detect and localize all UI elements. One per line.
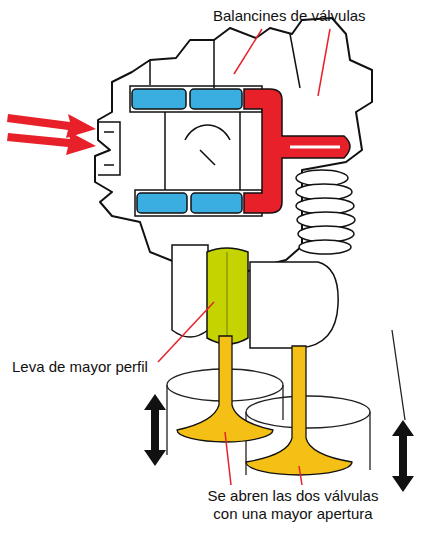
spring-coil	[299, 240, 351, 254]
part-label: Leva de mayor perfil	[12, 358, 148, 376]
piston-upper	[132, 89, 186, 109]
double-arrow	[392, 420, 414, 492]
leader-line	[225, 432, 231, 485]
part-label: Balancines de válvulas	[213, 7, 366, 25]
double-arrow	[144, 394, 166, 466]
leader-line	[158, 302, 214, 362]
high-cam	[207, 248, 248, 344]
rocker-body	[95, 18, 372, 272]
bore-wall	[167, 330, 405, 475]
bore-ring	[246, 396, 370, 428]
piston-bore	[130, 86, 262, 216]
piston-upper	[190, 89, 242, 109]
blue-pistons	[132, 89, 242, 213]
valve	[246, 346, 352, 475]
piston-lower	[137, 193, 187, 213]
piston-lower	[191, 193, 242, 213]
intake-arrows	[7, 114, 96, 155]
leader-line	[234, 29, 262, 74]
cam-lobe	[172, 245, 208, 337]
red-arrow	[7, 131, 96, 155]
caption-label: Se abren las dos válvulas con una mayor …	[200, 487, 386, 523]
spring	[296, 170, 355, 254]
leader-line	[318, 29, 330, 96]
motion-arrows	[144, 394, 414, 492]
cam-lobe	[250, 262, 338, 348]
leader-line	[299, 466, 302, 485]
valves	[177, 336, 352, 475]
leader-lines	[158, 29, 330, 485]
cam-edge	[226, 252, 228, 340]
piston-highlight	[290, 146, 340, 149]
valve	[177, 336, 273, 442]
bore-outline	[167, 330, 405, 475]
